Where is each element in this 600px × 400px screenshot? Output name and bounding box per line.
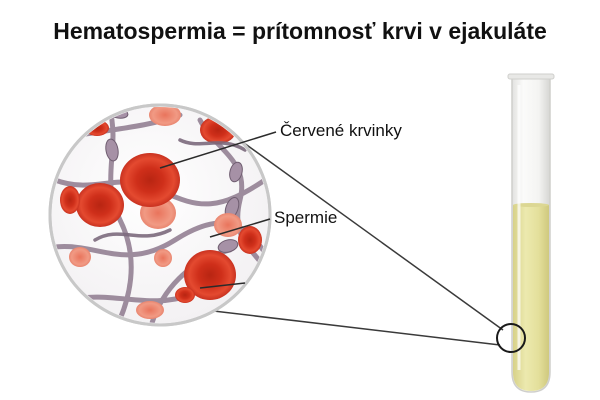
label-red-blood-cells: Červené krvinky — [280, 121, 402, 140]
label-sperm: Spermie — [274, 208, 337, 227]
label-pointer-lines — [159, 131, 277, 289]
magnifier-circle-icon — [48, 103, 272, 327]
zoom-target-circle — [496, 323, 526, 353]
sperm-tails-front — [93, 138, 247, 242]
page-title: Hematospermia = prítomnosť krvi v ejakul… — [53, 18, 547, 44]
test-tube-icon — [507, 73, 555, 393]
zoom-connector-lines — [204, 129, 504, 346]
